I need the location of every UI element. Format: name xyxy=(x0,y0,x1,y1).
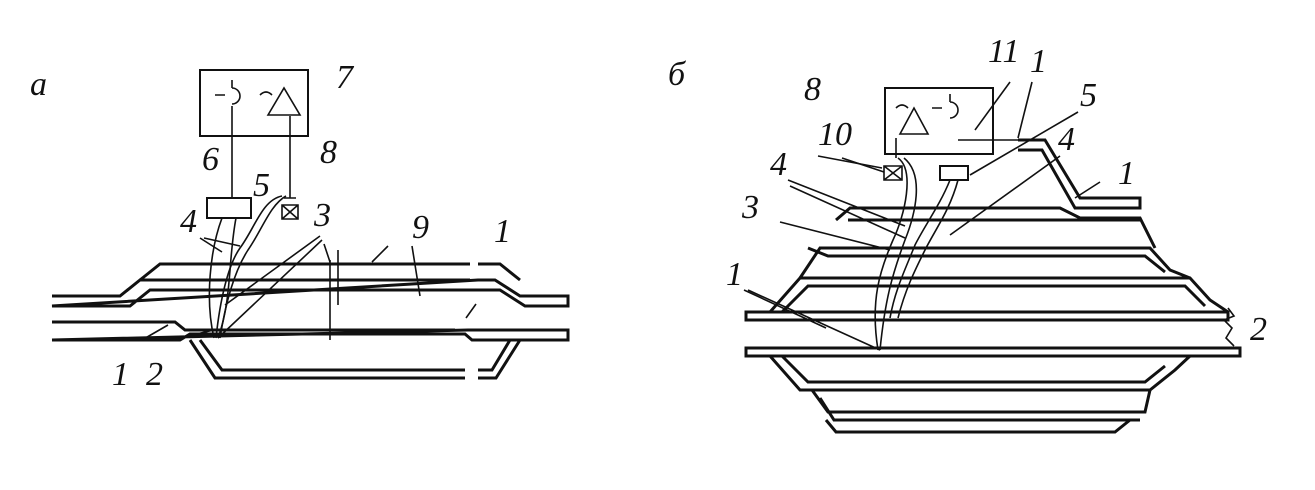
label-11: 11 xyxy=(988,33,1019,70)
tier-2-lower xyxy=(810,389,1152,422)
instrument-box xyxy=(884,87,994,155)
label-4: 4 xyxy=(180,203,197,240)
label-1-left: 1 xyxy=(726,256,743,293)
break-mark xyxy=(1222,307,1236,347)
label-5-b: 5 xyxy=(1080,77,1097,114)
label-3: 3 xyxy=(313,197,331,234)
leader-lines-3 xyxy=(217,235,331,339)
wire-b3 xyxy=(889,179,951,319)
panel-label-b: б xyxy=(668,56,687,93)
lower-main-pipe xyxy=(51,320,570,342)
label-3-b: 3 xyxy=(741,189,759,226)
electrode-icon xyxy=(281,190,299,220)
figure-a: а 7 6 8 5 4 3 xyxy=(30,59,570,393)
leader-4-left xyxy=(787,179,906,239)
leader-10 xyxy=(841,157,885,173)
label-1-top: 1 xyxy=(1030,43,1047,80)
leader-5 xyxy=(969,111,1079,176)
leader-11 xyxy=(974,81,1011,131)
label-9: 9 xyxy=(412,209,429,246)
label-5: 5 xyxy=(253,167,270,204)
receiver-icon xyxy=(932,94,959,119)
block-5-b xyxy=(939,165,969,181)
valve-marker xyxy=(465,303,477,319)
main-pipe-upper-b xyxy=(744,310,1230,322)
leader-1-top xyxy=(1017,81,1033,139)
lower-bypass-pipe xyxy=(188,339,522,380)
wire-4c xyxy=(219,195,287,339)
leader-1-left xyxy=(743,289,881,351)
wire-4a xyxy=(208,217,223,339)
panel-label-a: а xyxy=(30,66,47,103)
leader-lines-4 xyxy=(199,237,241,253)
tier-2-upper xyxy=(798,246,1191,280)
leader-lines-9 xyxy=(371,245,421,297)
label-6: 6 xyxy=(202,141,219,178)
leader-lines-1-2 xyxy=(141,324,215,341)
leader-3 xyxy=(779,221,891,251)
electrode-10-icon xyxy=(883,165,903,181)
label-2-b: 2 xyxy=(1250,311,1267,348)
label-1-right: 1 xyxy=(494,213,511,250)
tier-3-lower xyxy=(824,418,1131,434)
tier-3-upper xyxy=(835,206,1157,249)
leader-1-right xyxy=(1074,181,1101,199)
tier-1-upper xyxy=(768,276,1229,314)
wire-b4 xyxy=(897,179,959,319)
tilde-icon xyxy=(259,91,273,96)
probes-3 xyxy=(329,250,339,340)
block-5 xyxy=(206,197,252,219)
label-8-b: 8 xyxy=(804,71,821,108)
riser-pipe xyxy=(1018,138,1142,210)
label-2: 2 xyxy=(146,356,163,393)
upper-bypass-pipe xyxy=(139,262,521,282)
label-1-right: 1 xyxy=(1118,155,1135,192)
generator-triangle-icon xyxy=(266,86,302,116)
label-4-left: 4 xyxy=(770,146,787,183)
upper-main-pipe xyxy=(51,278,570,308)
leader-4-right xyxy=(949,155,1061,236)
label-10: 10 xyxy=(818,116,852,153)
generator-triangle-icon xyxy=(895,104,930,135)
label-4-right: 4 xyxy=(1058,121,1075,158)
instrument-box-7 xyxy=(199,69,309,137)
figure-b: б xyxy=(668,33,1267,434)
receiver-icon xyxy=(215,80,241,105)
main-pipe-lower-b xyxy=(744,346,1242,358)
tier-1-lower xyxy=(768,354,1192,392)
label-1-left: 1 xyxy=(112,356,129,393)
wire-4d xyxy=(215,195,283,339)
label-8: 8 xyxy=(320,134,337,171)
label-7: 7 xyxy=(336,59,355,96)
leader-8 xyxy=(817,155,883,169)
